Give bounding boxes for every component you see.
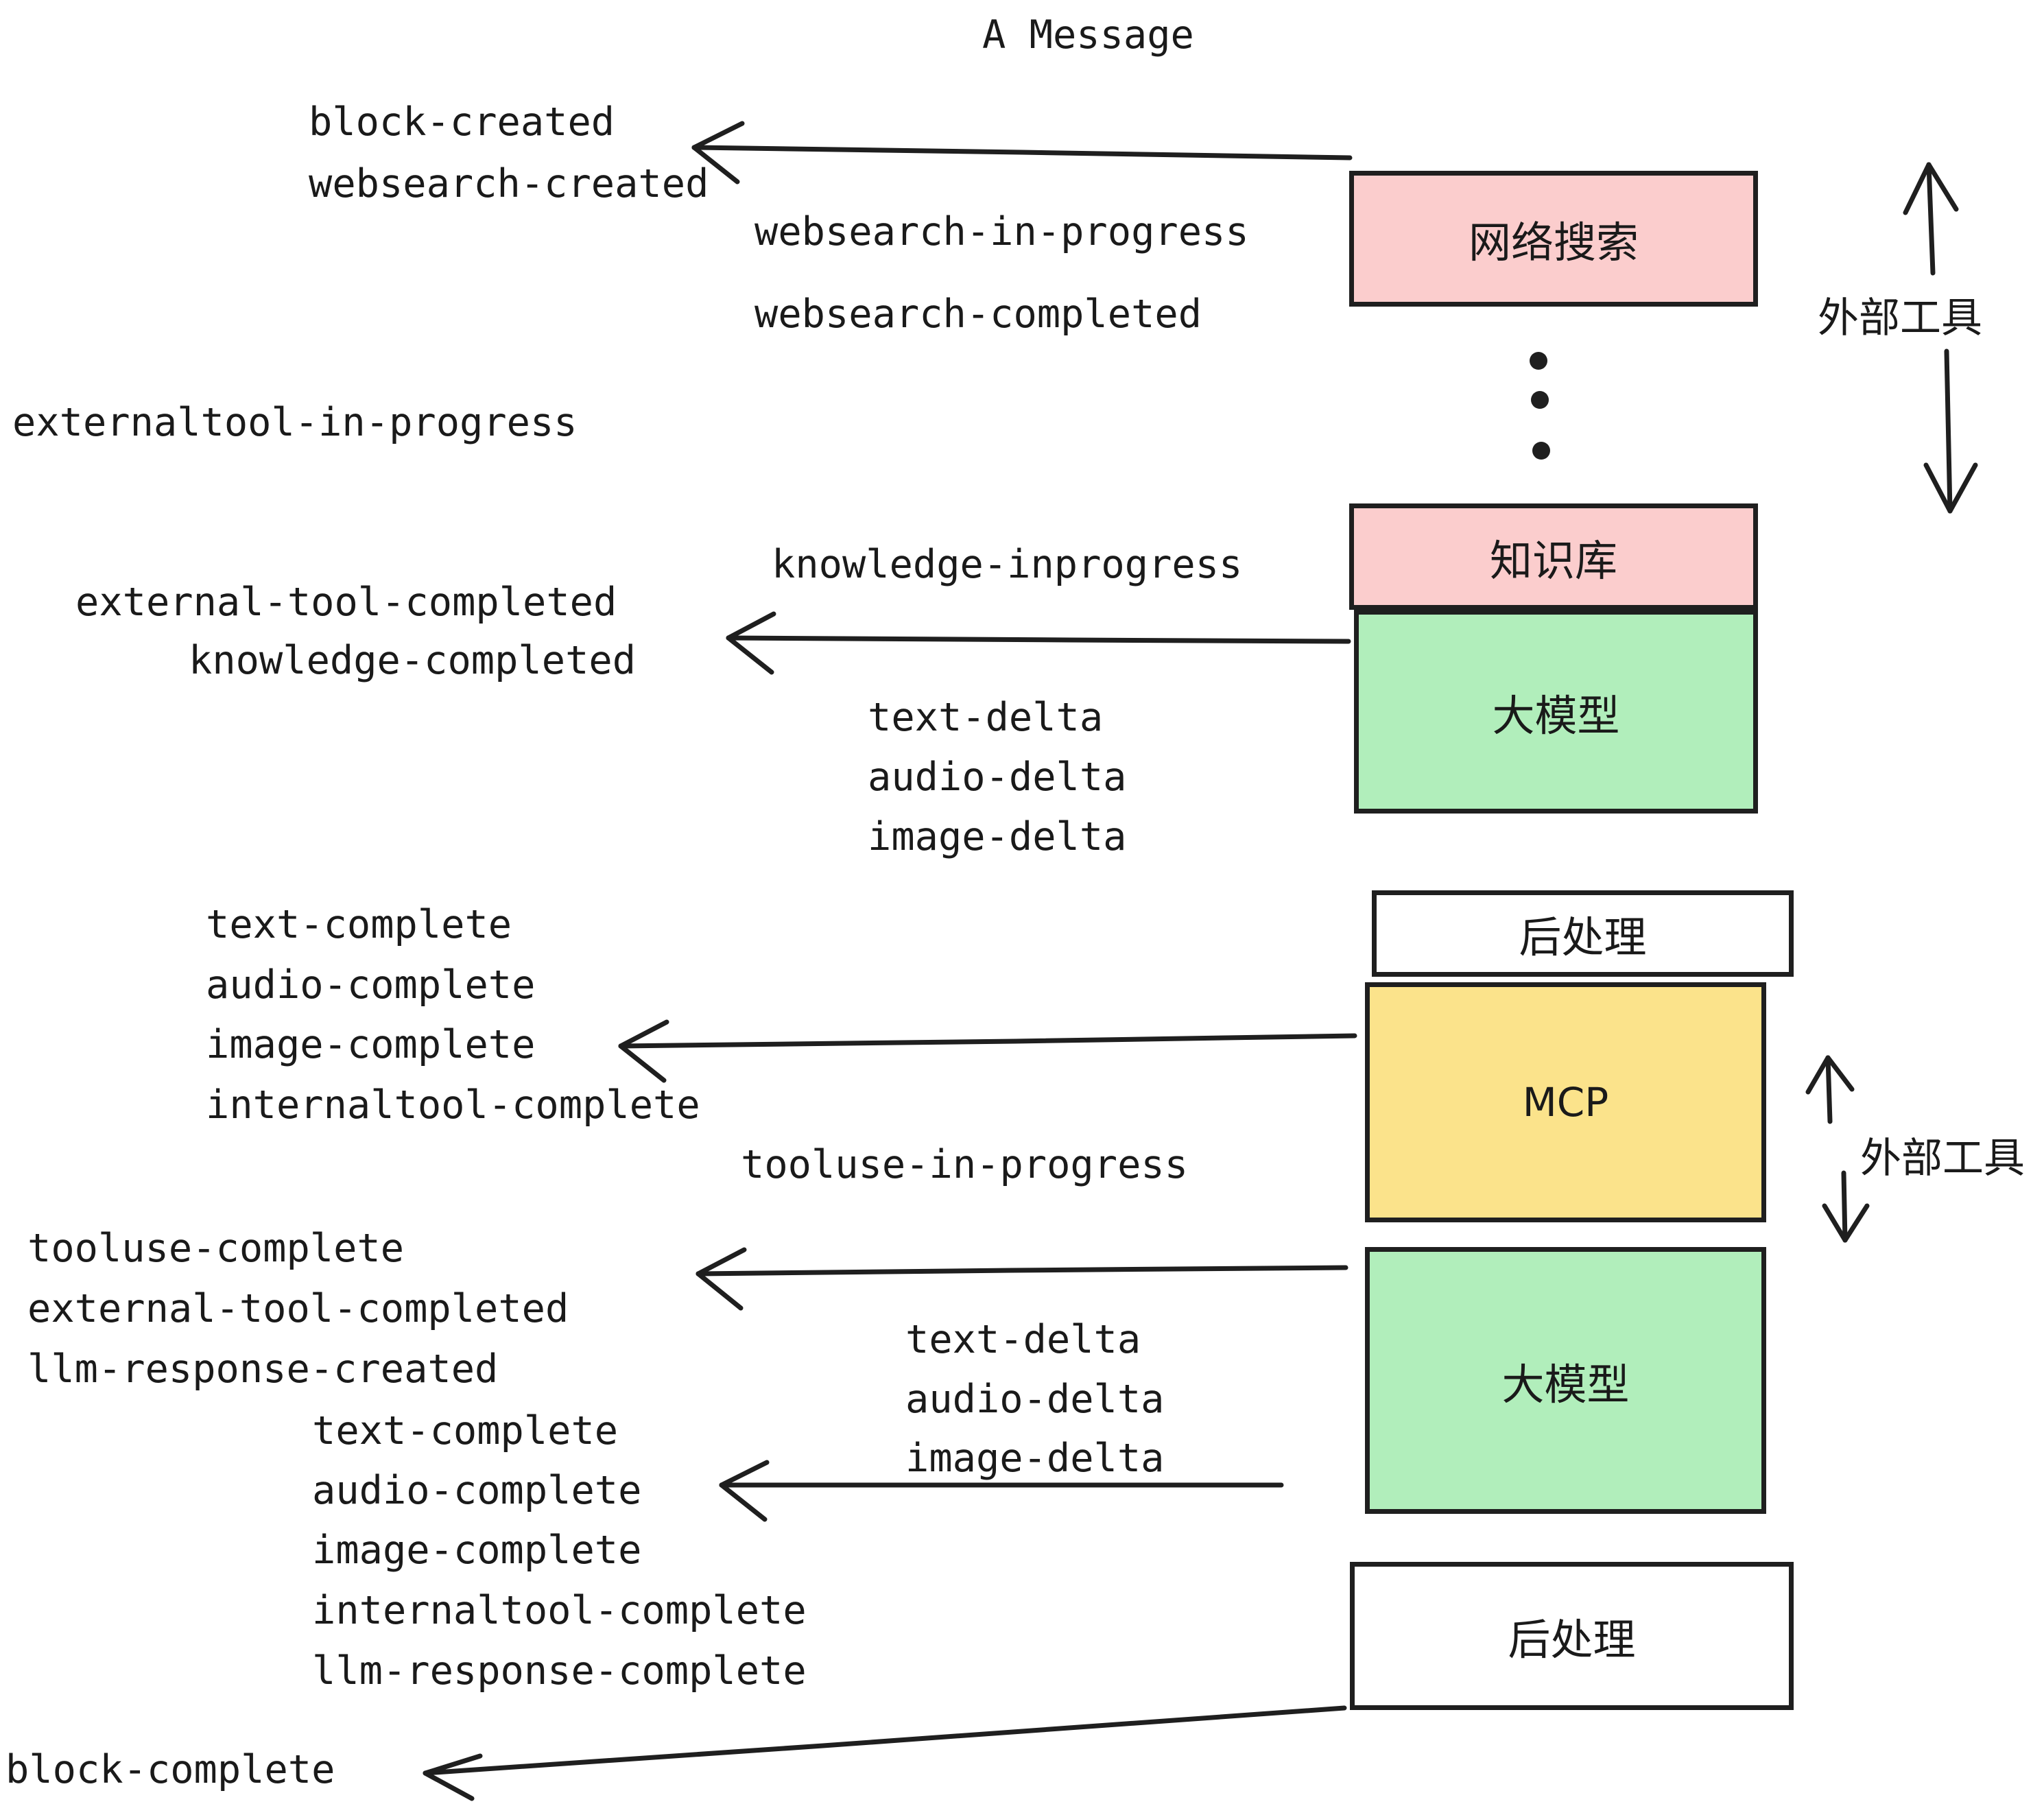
event-label-tooluse-in-progress: tooluse-in-progress: [741, 1142, 1189, 1187]
event-label-audio-complete-1: audio-complete: [206, 962, 536, 1008]
arrow-knowledge-to-events: [726, 611, 1351, 675]
arrow-mcp-to-events: [696, 1247, 1348, 1311]
bracket-label-external-tool-top: 外部工具: [1818, 294, 1982, 342]
event-label-websearch-completed: websearch-completed: [754, 292, 1202, 337]
ellipsis-dot-2: [1531, 391, 1549, 409]
arrow-websearch-to-events: [691, 121, 1353, 185]
node-llm-1[interactable]: 大模型: [1354, 610, 1758, 814]
event-label-websearch-in-progress: websearch-in-progress: [754, 209, 1249, 254]
node-mcp[interactable]: MCP: [1365, 982, 1766, 1222]
event-label-image-complete-1: image-complete: [206, 1022, 536, 1067]
bracket-external-tool-bottom: [1805, 1055, 1870, 1243]
event-label-llm-response-created: llm-response-created: [27, 1346, 499, 1392]
event-label-knowledge-completed: knowledge-completed: [189, 638, 637, 683]
node-knowledge[interactable]: 知识库: [1349, 503, 1758, 610]
node-websearch[interactable]: 网络搜索: [1349, 171, 1758, 307]
ellipsis-dot-3: [1532, 442, 1550, 460]
node-llm-1-label: 大模型: [1492, 690, 1620, 741]
event-label-text-complete-2: text-complete: [312, 1408, 619, 1453]
event-label-block-complete: block-complete: [5, 1747, 335, 1792]
node-postprocess-1-label: 后处理: [1519, 912, 1647, 962]
diagram-title: A Message: [982, 12, 1194, 58]
node-mcp-label: MCP: [1522, 1079, 1609, 1126]
event-label-image-complete-2: image-complete: [312, 1528, 642, 1573]
bracket-label-external-tool-bottom: 外部工具: [1860, 1135, 2025, 1183]
node-postprocess-2[interactable]: 后处理: [1350, 1562, 1794, 1710]
event-label-text-complete-1: text-complete: [206, 902, 512, 947]
event-label-text-delta-1: text-delta: [868, 695, 1104, 740]
event-label-llm-response-complete: llm-response-complete: [312, 1648, 807, 1694]
event-label-text-delta-2: text-delta: [905, 1317, 1141, 1362]
event-label-block-created: block-created: [309, 99, 615, 145]
event-label-externaltool-in-progress: externaltool-in-progress: [12, 400, 578, 445]
node-postprocess-2-label: 后处理: [1508, 1615, 1636, 1665]
arrow-postprocess1-to-events: [618, 1019, 1357, 1083]
event-label-audio-complete-2: audio-complete: [312, 1468, 642, 1513]
node-postprocess-1[interactable]: 后处理: [1372, 890, 1794, 977]
event-label-external-tool-completed-1: external-tool-completed: [75, 580, 617, 625]
ellipsis-dot-1: [1530, 352, 1547, 370]
event-label-audio-delta-2: audio-delta: [905, 1377, 1165, 1422]
node-knowledge-label: 知识库: [1489, 535, 1617, 586]
event-label-tooluse-complete: tooluse-complete: [27, 1226, 405, 1271]
event-label-audio-delta-1: audio-delta: [868, 755, 1127, 800]
node-llm-2-label: 大模型: [1501, 1359, 1630, 1410]
event-label-websearch-created: websearch-created: [309, 161, 709, 206]
event-label-external-tool-completed-2: external-tool-completed: [27, 1286, 569, 1331]
event-label-image-delta-2: image-delta: [905, 1436, 1165, 1481]
event-label-knowledge-inprogress: knowledge-inprogress: [772, 542, 1243, 587]
event-label-image-delta-1: image-delta: [868, 814, 1127, 859]
node-websearch-label: 网络搜索: [1468, 217, 1639, 268]
arrow-postprocess2-to-block-complete: [423, 1705, 1347, 1801]
event-label-internaltool-complete-2: internaltool-complete: [312, 1588, 807, 1633]
event-label-internaltool-complete-1: internaltool-complete: [206, 1082, 700, 1128]
node-llm-2[interactable]: 大模型: [1365, 1247, 1766, 1514]
